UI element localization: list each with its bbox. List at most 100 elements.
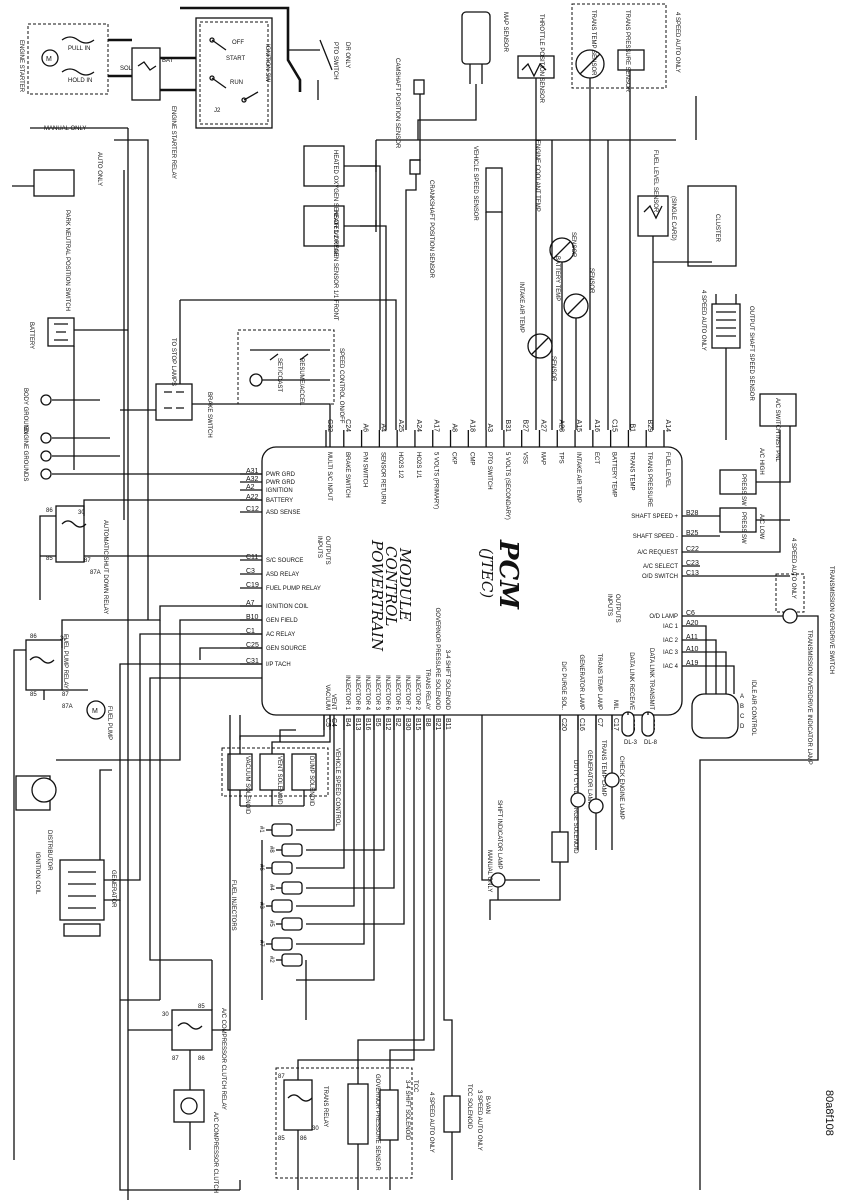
pin-label: TRANS TEMP LAMP [596,654,602,710]
sensor-wiring [360,70,727,440]
pin-id: C20 [560,718,567,731]
set-coast-label: SET/COAST [276,358,282,392]
tcc-solenoid-label: TCC SOLENOID [466,1084,472,1130]
brake-switch-label: BRAKE SWITCH [206,392,212,438]
pin-id: A23 [557,420,564,433]
ho2s-front-label: HEATED OXYGEN SENSOR 1/1 FRONT [332,210,338,321]
fuel-injectors-label: FUEL INJECTORS [230,880,236,931]
power-ground-circuit: BATTERY BODY GROUND ENGINE GROUNDS BRAKE… [22,128,397,481]
pin-id: A4 [379,423,386,432]
pin-id: A17 [433,420,440,433]
pin-id: A7 [246,600,255,607]
fuel-pump-label: FUEL PUMP [106,706,112,740]
pin-id: A27 [539,420,546,433]
pin-label: DATA LINK TRANSMIT [648,648,654,710]
fuel-injector: #4 [268,881,303,895]
pin-label: CMP [468,452,474,465]
pin-id: B28 [686,510,699,517]
pin-id: A24 [415,420,422,433]
pin-id: C19 [246,582,259,589]
pin-label: P/N SWITCH [362,452,368,487]
od-switch-label: TRANSMISSION OVERDRIVE SWITCH [828,566,834,674]
sol-label: SOL [120,66,133,72]
pin-label: TRANS TEMP [628,452,634,491]
output-shaft-sensor-box [711,303,741,349]
pto-switch-label: PTO SWITCH [332,42,338,80]
pin-id: C13 [686,570,699,577]
trans-relay-label: TRANS RELAY [322,1086,328,1127]
four-speed-auto-od-label: 4 SPEED AUTO ONLY [790,538,796,599]
pin-label: BATTERY TEMP [611,452,617,497]
pcm-module-line2: CONTROL [382,546,400,626]
pcm-module: PCM (JTEC) POWERTRAIN CONTROL MODULE INP… [240,419,699,731]
pin-label: A/C REQUEST [637,550,678,556]
asd-relay-85: 85 [46,556,53,562]
transmission-circuit: TRANS RELAY 87 85 86 30 GOVERNOR PRESSUR… [275,715,490,1190]
pcm-pin-right: C6O/D LAMP [649,610,695,620]
speed-control-solenoid-box [221,747,329,797]
pin-id: B31 [504,420,511,433]
injector-number: #7 [258,940,264,947]
pull-in-label: PULL IN [68,46,90,52]
asd-relay-box [55,505,85,563]
pin-id: A31 [246,468,259,475]
fuel-injector: #5 [268,917,303,931]
injector-number: #5 [268,920,274,927]
ac-switch-box [759,393,797,427]
pin-id: B30 [404,718,411,731]
engine-grounds-label: ENGINE GROUNDS [22,426,28,481]
injector-number: #3 [258,902,264,909]
pin-id: B4 [344,718,351,727]
manual-only-label: MANUAL ONLY [44,126,86,132]
ign-off-label: OFF [232,40,244,46]
pin-id: B21 [434,718,441,731]
fuel-injector: #8 [268,843,303,857]
pcm-pin-bottom: C7 TRANS TEMP LAMP [595,654,603,730]
od-lamp-label: TRANSMISSION OVERDRIVE INDICATOR LAMP [806,630,812,765]
fuel-level-sensor-label: FUEL LEVEL SENSOR [652,150,658,213]
pin-label: BATTERY [266,498,293,504]
trans-sensors-box [571,3,667,89]
pin-label: 5 VOLTS (SECONDARY) [504,452,510,520]
press-sw-high-label: PRESS SW [740,474,746,506]
fp-relay-86: 86 [30,634,37,640]
pin-id: C7 [596,718,603,727]
shift-indicator-label: SHIFT INDICATOR LAMP [496,800,502,869]
pin-id: A2 [246,484,255,491]
trans-relay-85: 85 [278,1136,285,1142]
pcm-outputs-left: OUTPUTS [324,536,330,565]
pin-label: ASD SENSE [266,510,300,516]
pcm-pin-top: B31 5 VOLTS (SECONDARY) [503,420,511,520]
pin-label: ASD RELAY [266,572,299,578]
battery-temp-label: BATTERY TEMP [554,256,560,301]
pin-label: FUEL LEVEL [664,452,670,488]
pin-id: C12 [246,506,259,513]
injector-icon [281,881,303,895]
pin-label: I/P TACH [266,662,291,668]
resume-accel-label: RESUME/ACCEL [298,358,304,406]
pcm-pin-top: A6P/N SWITCH [360,423,369,487]
battery-label: BATTERY [28,322,34,349]
injector-number: #2 [268,956,274,963]
trans-relay-30: 30 [312,1126,319,1132]
ac-clutch-label: A/C COMPRESSOR CLUTCH [212,1112,218,1193]
ac-relay-86: 86 [198,1056,205,1062]
pin-label: CKP [451,452,457,464]
vacuum-solenoid-label: VACUUM SOLENOID [244,756,250,815]
pin-id: C16 [578,718,585,731]
pin-label: PTO SWITCH [486,452,492,490]
injector-icon [281,843,303,857]
fuel-injector: #2 [268,953,303,967]
